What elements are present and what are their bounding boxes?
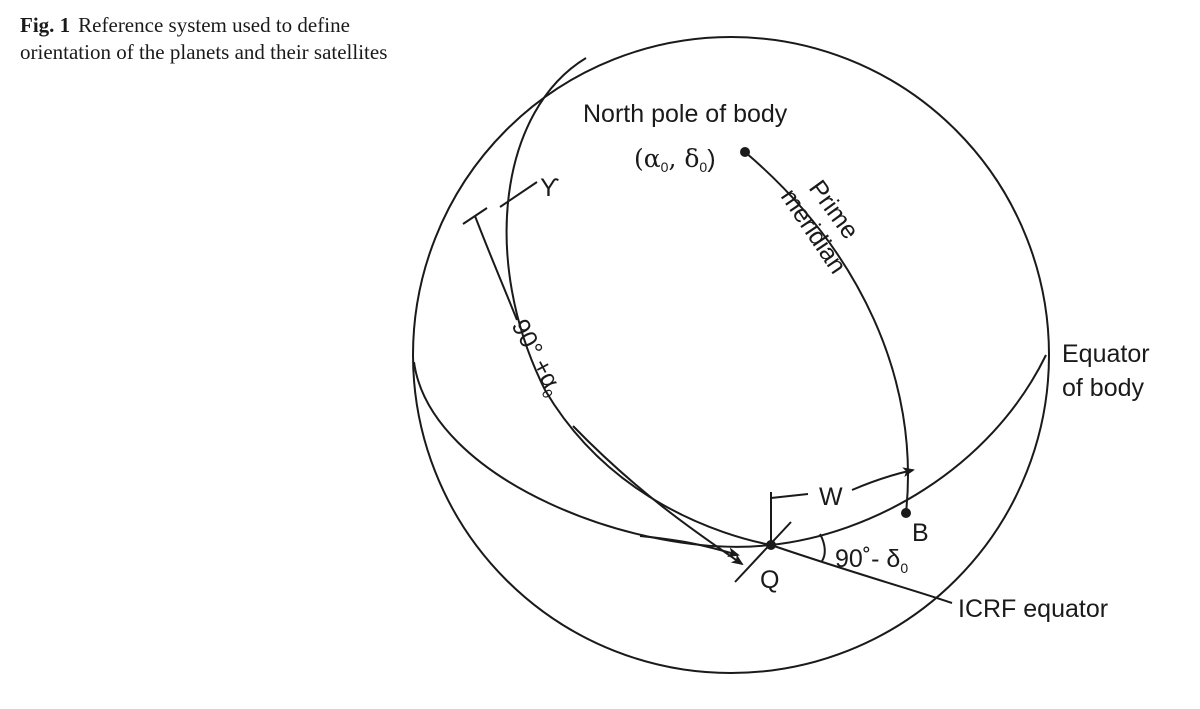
left-great-circle (505, 57, 772, 546)
equator-arrow (639, 535, 740, 558)
figure-caption-text: Reference system used to define orientat… (20, 13, 388, 64)
equator-of-body-label-line2: of body (1062, 374, 1145, 402)
icrf-equator-curve (770, 544, 953, 604)
b-point (901, 508, 911, 518)
q-point (766, 540, 776, 550)
sphere-outline (412, 36, 1050, 674)
equator-of-body-label-line1: Equator (1062, 340, 1150, 368)
figure-label: Fig. 1 (20, 13, 71, 37)
arc-ra-label: 90° +α0 (504, 315, 569, 401)
w-label: W (819, 483, 843, 511)
north-pole-label: North pole of body (583, 100, 788, 128)
equator-of-body-curve (413, 354, 1047, 548)
w-arc-right (851, 467, 915, 491)
arc-ra-lower (572, 425, 744, 566)
inclination-arc (819, 533, 826, 562)
b-label: B (912, 519, 929, 547)
north-pole-point (740, 147, 750, 157)
icrf-equator-label: ICRF equator (958, 595, 1108, 623)
q-tick (734, 521, 792, 583)
w-arc-left (770, 493, 809, 499)
vernal-equinox-symbol: ϒ (540, 174, 559, 202)
prime-meridian-curve (744, 151, 910, 514)
q-label: Q (760, 566, 779, 594)
inclination-label: 90˚- δ0 (835, 545, 908, 576)
vernal-equinox-tick (499, 181, 538, 208)
pole-coordinates-label: (α0, δ0) (634, 144, 716, 175)
arc-ra-upper (474, 215, 518, 321)
